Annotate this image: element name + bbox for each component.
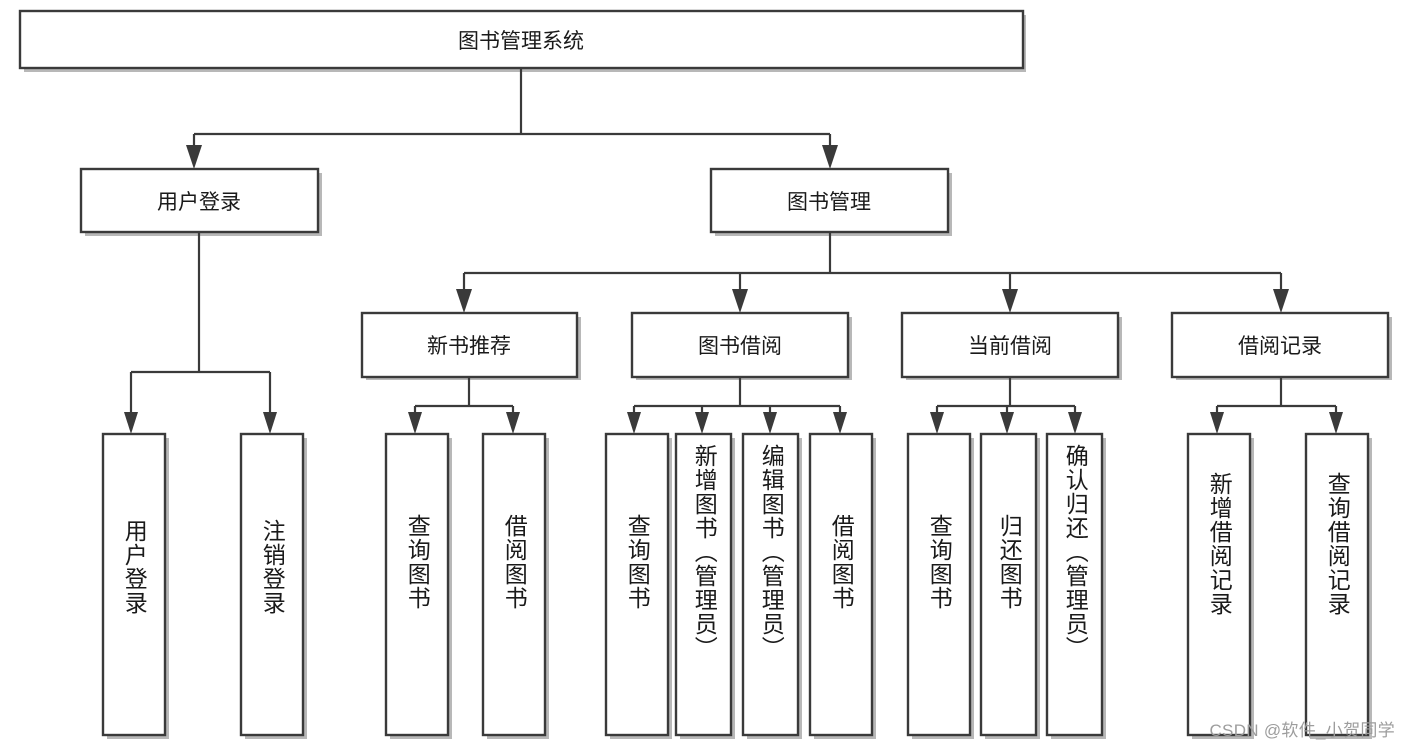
node-label-current-borrow: 当前借阅 — [968, 335, 1052, 358]
node-leaf-query-book-3[interactable] — [906, 432, 972, 737]
node-leaf-edit-book[interactable] — [741, 432, 800, 737]
leaf-label-logout-login: 注销登录 — [259, 519, 286, 615]
leaf-label-user-login: 用户登录 — [121, 519, 148, 615]
node-leaf-return-book[interactable] — [979, 432, 1038, 737]
leaf-label-query-book-1: 查询图书 — [404, 514, 431, 610]
node-leaf-query-record[interactable] — [1304, 432, 1370, 737]
node-boxes — [18, 9, 1390, 737]
node-user-login[interactable] — [79, 167, 320, 234]
node-book-borrow[interactable] — [630, 311, 850, 379]
node-label-borrow-record: 借阅记录 — [1238, 335, 1322, 358]
node-label-book-manage: 图书管理 — [787, 191, 871, 214]
node-label-root: 图书管理系统 — [458, 30, 584, 53]
leaf-label-borrow-book-1: 借阅图书 — [501, 514, 528, 610]
node-current-borrow[interactable] — [900, 311, 1120, 379]
node-leaf-confirm-return[interactable] — [1045, 432, 1104, 737]
node-label-book-borrow: 图书借阅 — [698, 335, 782, 358]
leaf-label-query-record: 查询借阅记录 — [1324, 472, 1351, 616]
node-book-manage[interactable] — [709, 167, 950, 234]
node-leaf-query-book-1[interactable] — [384, 432, 450, 737]
node-leaf-borrow-book-1[interactable] — [481, 432, 547, 737]
leaf-label-query-book-3: 查询图书 — [926, 514, 953, 610]
leaf-label-add-book: 新增图书（管理员） — [691, 444, 718, 660]
node-label-user-login: 用户登录 — [157, 191, 241, 214]
node-leaf-add-record[interactable] — [1186, 432, 1252, 737]
node-leaf-user-login[interactable] — [101, 432, 167, 737]
node-leaf-add-book[interactable] — [674, 432, 733, 737]
node-leaf-borrow-book-2[interactable] — [808, 432, 874, 737]
node-leaf-logout-login[interactable] — [239, 432, 305, 737]
leaf-label-query-book-2: 查询图书 — [624, 514, 651, 610]
leaf-label-confirm-return: 确认归还（管理员） — [1062, 444, 1089, 660]
node-label-new-book-recommend: 新书推荐 — [427, 335, 511, 358]
leaf-label-borrow-book-2: 借阅图书 — [828, 514, 855, 610]
leaf-label-edit-book: 编辑图书（管理员） — [758, 444, 785, 660]
leaf-label-add-record: 新增借阅记录 — [1206, 472, 1233, 616]
arrow-heads — [124, 145, 1343, 434]
node-root[interactable] — [18, 9, 1025, 70]
node-new-book-recommend[interactable] — [360, 311, 579, 379]
node-borrow-record[interactable] — [1170, 311, 1390, 379]
leaf-label-return-book: 归还图书 — [996, 514, 1023, 610]
node-leaf-query-book-2[interactable] — [604, 432, 670, 737]
